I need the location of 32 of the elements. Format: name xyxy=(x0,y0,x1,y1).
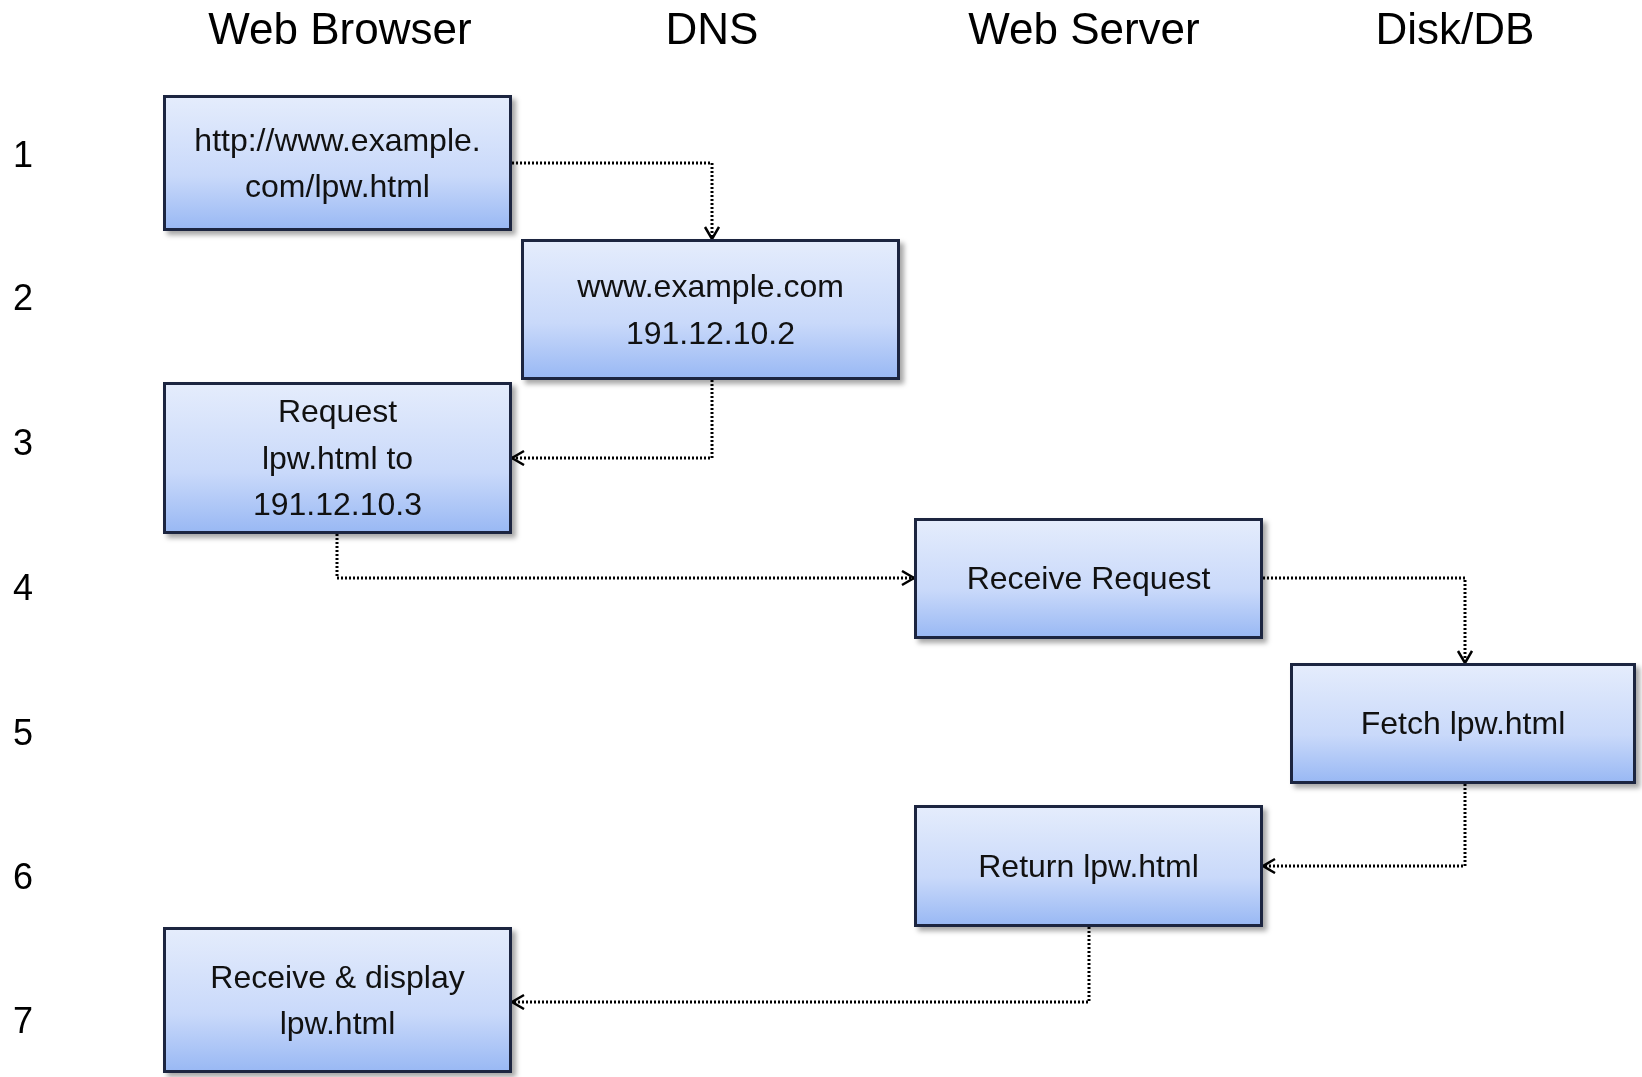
arrow xyxy=(510,927,1091,1011)
arrow xyxy=(512,161,721,241)
arrow xyxy=(510,380,714,467)
step-number: 7 xyxy=(13,1000,33,1042)
arrow xyxy=(1263,576,1474,665)
step-number: 3 xyxy=(13,422,33,464)
process-box xyxy=(163,95,512,231)
step-number: 4 xyxy=(13,567,33,609)
step-number: 6 xyxy=(13,856,33,898)
process-box xyxy=(163,382,512,534)
step-number: 1 xyxy=(13,134,33,176)
process-box xyxy=(914,805,1263,927)
step-number: 2 xyxy=(13,277,33,319)
step-text: 191.12.10.2 xyxy=(625,313,795,353)
step-text: Receive & display lpw.html xyxy=(209,957,466,1043)
arrow xyxy=(335,534,916,587)
process-box xyxy=(1290,663,1636,784)
step-text: www.example.com xyxy=(577,267,844,307)
step-text: Request lpw.html to 191.12.10.3 xyxy=(251,392,423,525)
process-box xyxy=(163,927,512,1073)
step-text: Receive Request xyxy=(966,559,1211,599)
step-number: 5 xyxy=(13,712,33,754)
column-header: Web Server xyxy=(968,4,1200,54)
column-header: Disk/DB xyxy=(1375,4,1535,54)
step-text: Fetch lpw.html xyxy=(1360,704,1566,744)
step-text: Return lpw.html xyxy=(978,846,1199,886)
column-header: DNS xyxy=(665,4,759,54)
column-header: Web Browser xyxy=(208,4,472,54)
process-box xyxy=(914,518,1263,639)
process-box xyxy=(521,239,900,380)
step-text: http://www.example.com/lpw.html xyxy=(193,120,482,206)
arrow xyxy=(1261,784,1467,875)
